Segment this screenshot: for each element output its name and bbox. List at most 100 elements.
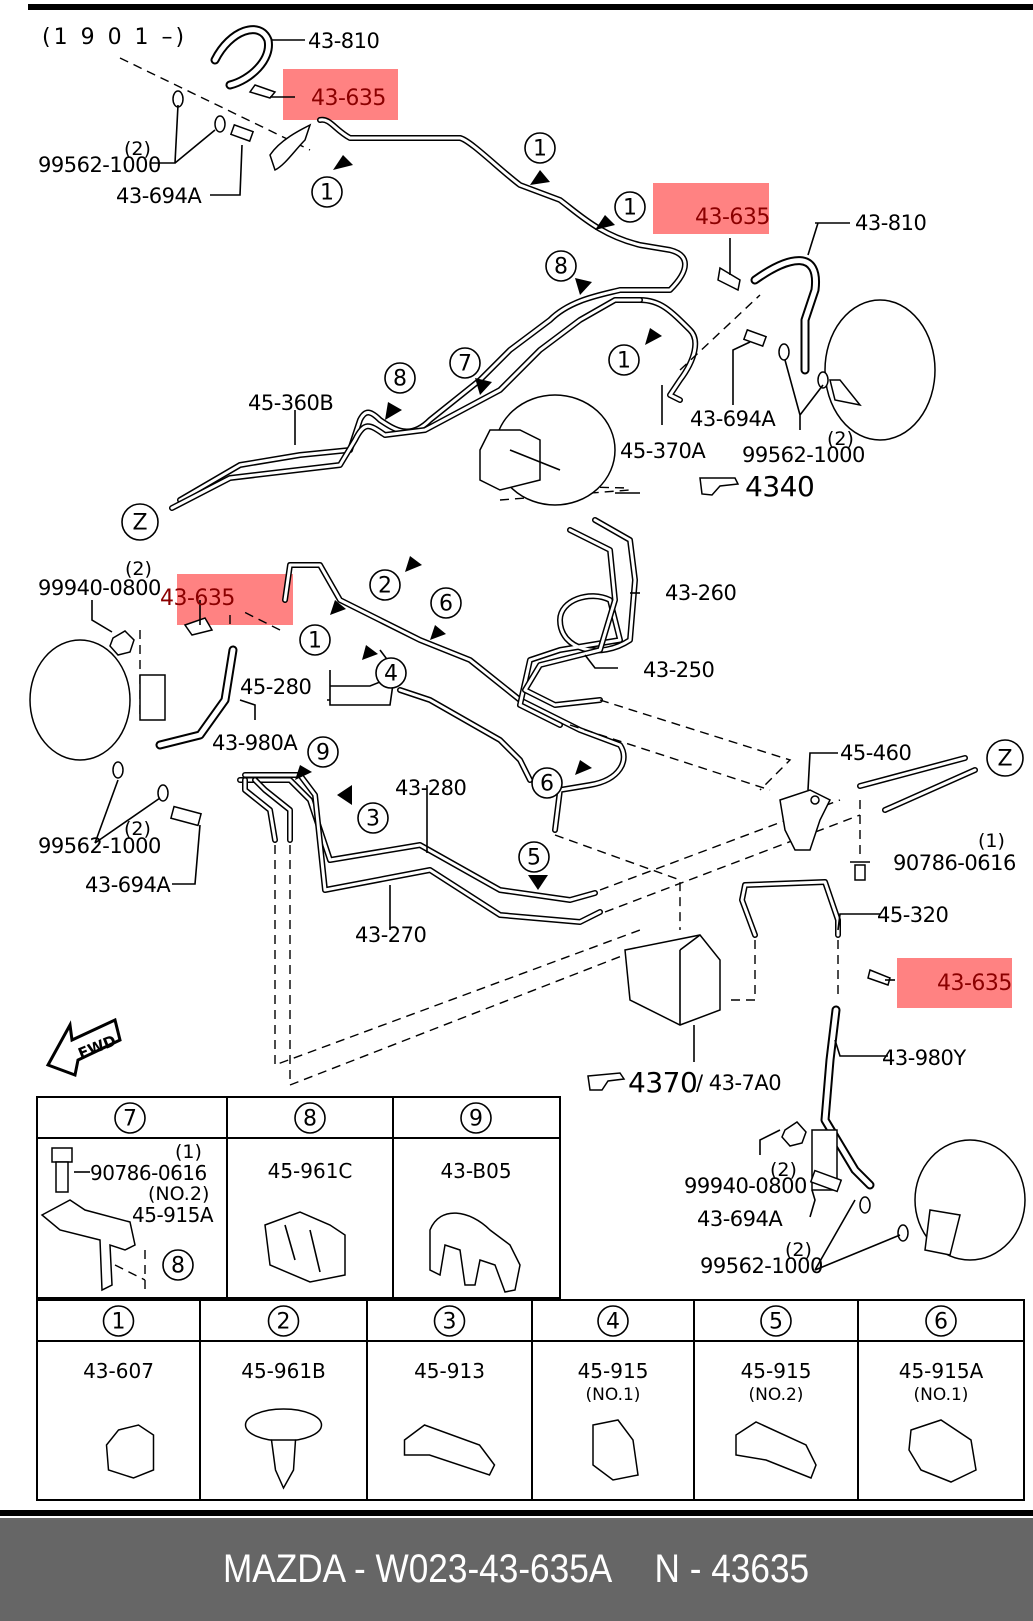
- marker-1-e: 1: [299, 624, 331, 656]
- svg-text:2: 2: [378, 574, 392, 599]
- ref-4370: 4370: [628, 1066, 697, 1099]
- clip-part-variant: (NO.2): [749, 1385, 804, 1405]
- marker-z-right: Z: [986, 739, 1024, 777]
- label-43-810-top: 43-810: [308, 29, 379, 53]
- qty-99562-left: (2): [124, 818, 151, 840]
- highlight-box-right: [653, 183, 769, 234]
- marker-7: 7: [449, 347, 481, 379]
- cell8-part: 45-961C: [268, 1159, 353, 1183]
- marker-3: 3: [357, 802, 389, 834]
- marker-1-c: 1: [614, 191, 646, 223]
- clip-45-915-icon: [735, 1421, 817, 1479]
- brake-pipes: [169, 116, 978, 938]
- svg-text:8: 8: [393, 367, 407, 392]
- qty-90786: (1): [978, 830, 1005, 852]
- label-99562-left: 99562-1000: [38, 834, 161, 858]
- footer-mazda-part: MAZDA - W023-43-635A: [223, 1547, 613, 1591]
- clip-part-variant: (NO.1): [914, 1385, 969, 1405]
- label-43-260: 43-260: [665, 581, 736, 605]
- svg-text:Z: Z: [997, 747, 1012, 772]
- label-43-270: 43-270: [355, 923, 426, 947]
- clip-number-circle: [433, 1305, 466, 1337]
- svg-text:8: 8: [171, 1254, 185, 1279]
- marker-5: 5: [518, 841, 550, 873]
- clip-markers: 1 1 1 1 8 7 8 2 6 1 4 9 3 6 5 Z Z: [121, 132, 1024, 873]
- pointing-hand-icon-4370: [587, 1072, 626, 1091]
- fasteners: [109, 90, 909, 1242]
- svg-text:6: 6: [540, 772, 554, 797]
- clip-number-circle: [597, 1305, 629, 1337]
- clip-43-607-icon: [105, 1424, 155, 1479]
- qty-99562-right: (2): [827, 428, 854, 450]
- label-43-635-lower-right: 43-635: [937, 971, 1012, 996]
- label-45-360b: 45-360B: [248, 391, 333, 415]
- clip-number: 6: [934, 1310, 948, 1335]
- label-99562-right-lower: 99562-1000: [700, 1254, 823, 1278]
- label-43-635-top: 43-635: [311, 86, 386, 111]
- clip-cell-5: 545-915(NO.2): [735, 1305, 817, 1479]
- forward-direction-arrow: FWD: [45, 1017, 122, 1078]
- label-43-280: 43-280: [395, 776, 466, 800]
- marker-9: 9: [307, 736, 339, 768]
- clip-part-code: 45-915: [741, 1359, 812, 1383]
- clip-number-circle: [267, 1305, 300, 1337]
- svg-text:8: 8: [303, 1107, 317, 1132]
- clip-number-circle: [925, 1305, 957, 1337]
- clip-part-code: 43-607: [83, 1359, 154, 1383]
- bracket-icon: [40, 1199, 136, 1292]
- marker-8-a: 8: [545, 250, 577, 282]
- label-43-810-right: 43-810: [855, 211, 926, 235]
- clip-arrows: [295, 155, 662, 890]
- bolt-icon: [51, 1147, 73, 1193]
- clip-43-b05-icon: [429, 1212, 521, 1293]
- clip-part-variant: (NO.1): [586, 1385, 641, 1405]
- svg-text:7: 7: [123, 1107, 137, 1132]
- highlight-box-lower-right: [897, 958, 1012, 1008]
- clip-43-635-shapes: [183, 84, 891, 986]
- brake-hoses: [155, 25, 875, 1190]
- clip-45-961c-icon: [264, 1211, 346, 1283]
- cell7-part-bolt: 90786-0616: [90, 1161, 207, 1185]
- label-45-280: 45-280: [240, 675, 311, 699]
- ref-4340: 4340: [745, 470, 814, 503]
- bottom-rule: [0, 1510, 1033, 1516]
- label-90786: 90786-0616: [893, 851, 1016, 875]
- marker-4: 4: [375, 657, 407, 689]
- clip-part-code: 45-915: [578, 1359, 649, 1383]
- svg-text:9: 9: [316, 741, 330, 766]
- clip-part-code: 45-913: [414, 1359, 485, 1383]
- brake-line-diagram: (1 9 0 1 –): [0, 4, 1033, 1516]
- clip-part-code: 45-961B: [241, 1359, 326, 1383]
- label-99940-right: 99940-0800: [684, 1174, 807, 1198]
- pointing-hand-icon-4340: [699, 477, 740, 496]
- label-99562-top: 99562-1000: [38, 153, 161, 177]
- clip-cell-4: 445-915(NO.1): [578, 1305, 649, 1481]
- highlight-box-left: [177, 574, 293, 625]
- clip-number-circle: [760, 1305, 792, 1337]
- highlight-box-top: [283, 69, 398, 120]
- clip-table-head-8: 8: [294, 1102, 326, 1134]
- clip-table-bottom: 143-607245-961B345-913445-915(NO.1)545-9…: [36, 1299, 1025, 1501]
- label-43-250: 43-250: [643, 658, 714, 682]
- clip-45-913-icon: [403, 1424, 496, 1476]
- brake-booster: [479, 394, 616, 506]
- cell9-part: 43-B05: [440, 1159, 511, 1183]
- svg-text:7: 7: [458, 352, 472, 377]
- svg-text:Z: Z: [132, 511, 147, 536]
- clip-number-circle: [102, 1305, 135, 1337]
- svg-text:1: 1: [308, 629, 322, 654]
- abs-hydraulic-unit: [624, 934, 721, 1026]
- label-43-980y: 43-980Y: [882, 1046, 966, 1070]
- callout-labels: 43-810 43-635 (2) 99562-1000 43-694A 43-…: [38, 29, 1016, 1278]
- clip-45-915a-icon: [908, 1419, 977, 1483]
- label-45-320: 45-320: [877, 903, 948, 927]
- svg-text:1: 1: [320, 181, 334, 206]
- marker-1-a: 1: [311, 176, 343, 208]
- svg-text:4: 4: [384, 662, 398, 687]
- clip-table-head-7: 7: [114, 1102, 146, 1134]
- marker-2: 2: [369, 569, 401, 601]
- label-43-694a-left: 43-694A: [85, 873, 171, 897]
- svg-text:9: 9: [469, 1107, 483, 1132]
- cell7-qty-2: (NO.2): [148, 1183, 209, 1205]
- svg-text:3: 3: [366, 807, 380, 832]
